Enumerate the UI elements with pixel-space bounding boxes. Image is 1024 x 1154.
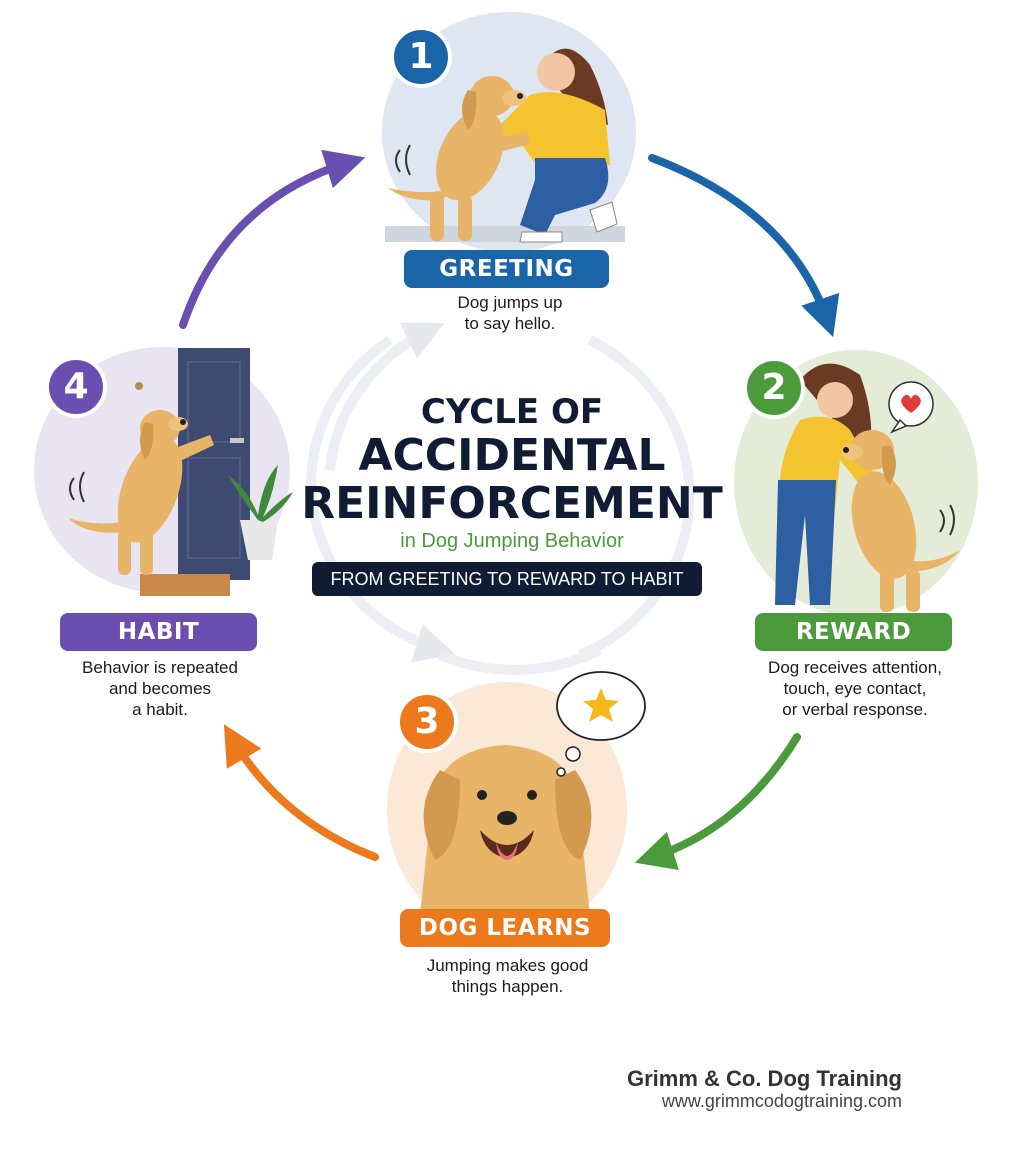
desc-greeting-line2: to say hello. — [464, 314, 556, 333]
title-line-2: ACCIDENTAL — [358, 430, 666, 481]
footer-brand-name: Grimm & Co. Dog Training — [626, 1066, 902, 1091]
reward-illustration — [734, 350, 978, 616]
desc-reward-line2: touch, eye contact, — [783, 679, 927, 698]
badge-number-3: 3 — [414, 701, 440, 742]
title-subtitle: in Dog Jumping Behavior — [400, 530, 624, 552]
desc-reward-line3: or verbal response. — [782, 700, 928, 719]
arrow-reward-to-learns — [634, 733, 801, 870]
desc-greeting: Dog jumps up to say hello. — [380, 292, 640, 334]
label-greeting: GREETING — [404, 250, 609, 288]
arrow-learns-to-habit — [223, 724, 379, 861]
label-habit: HABIT — [60, 613, 257, 651]
title-line-3: REINFORCEMENT — [301, 478, 723, 529]
desc-dog-learns: Jumping makes good things happen. — [380, 955, 635, 997]
badge-3 — [396, 691, 458, 753]
badge-2 — [743, 357, 805, 419]
badge-4 — [45, 356, 107, 418]
label-reward: REWARD — [755, 613, 952, 651]
arrow-habit-to-greeting — [179, 149, 366, 329]
desc-dog-learns-line2: things happen. — [451, 977, 564, 996]
footer-url: www.grimmcodogtraining.com — [661, 1091, 902, 1111]
desc-habit-line1: Behavior is repeated — [82, 658, 238, 677]
title-banner: FROM GREETING TO REWARD TO HABIT — [312, 562, 702, 596]
dog-learns-illustration — [387, 671, 646, 938]
desc-reward-line1: Dog receives attention, — [768, 658, 942, 677]
badge-number-2: 2 — [761, 367, 787, 408]
desc-greeting-line1: Dog jumps up — [457, 293, 563, 312]
arrow-greeting-to-reward — [648, 154, 840, 338]
desc-reward: Dog receives attention, touch, eye conta… — [740, 657, 970, 720]
desc-habit: Behavior is repeated and becomes a habit… — [45, 657, 275, 720]
badge-number-4: 4 — [63, 366, 89, 407]
center-ring — [306, 322, 695, 675]
title-line-1: CYCLE OF — [420, 392, 604, 432]
badge-1 — [390, 26, 452, 88]
desc-habit-line2: and becomes — [108, 679, 212, 698]
badge-number-1: 1 — [408, 36, 434, 77]
desc-habit-line3: a habit. — [132, 700, 188, 719]
desc-dog-learns-line1: Jumping makes good — [426, 956, 589, 975]
label-dog-learns: DOG LEARNS — [400, 909, 610, 947]
